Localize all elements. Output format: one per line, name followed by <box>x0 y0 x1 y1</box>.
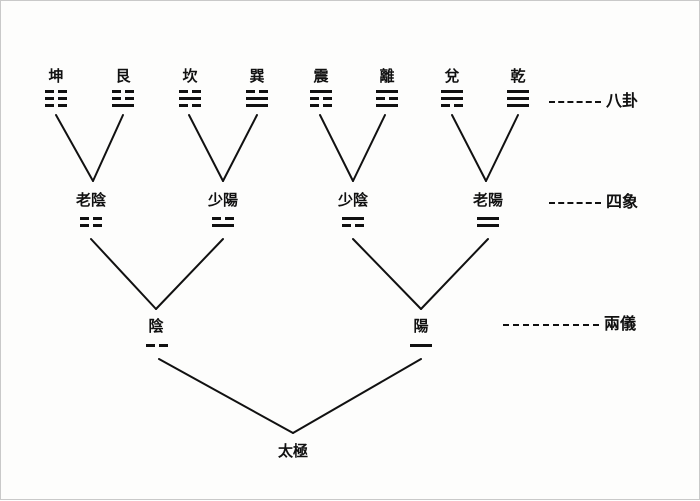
trigram-symbol <box>441 90 463 107</box>
tier-trigrams-label: 八卦 <box>606 91 639 110</box>
yang-line <box>477 224 499 227</box>
trigram-symbol <box>246 90 268 107</box>
trigram-label-xun: 巽 <box>249 67 265 85</box>
yang-line <box>441 97 463 100</box>
link-old-yang-yang <box>420 238 489 310</box>
four-image-symbol <box>80 217 102 227</box>
yin-line <box>441 104 463 107</box>
tier-four-images-label: 四象 <box>606 192 639 211</box>
yin-line <box>179 90 201 93</box>
yang-line <box>507 90 529 93</box>
yang-line <box>246 97 268 100</box>
yin-line <box>212 217 234 220</box>
tier-two-modes-label: 兩儀 <box>604 314 637 333</box>
four-image-label-old-yin: 老陰 <box>75 191 107 209</box>
trigram-label-gen: 艮 <box>115 67 131 85</box>
dash-leader <box>549 100 601 103</box>
yang-line <box>441 90 463 93</box>
yang-line <box>342 217 364 220</box>
yin-line <box>246 90 268 93</box>
link-gen-old-yin <box>92 114 124 182</box>
trigram-label-qian: 乾 <box>510 67 526 85</box>
yin-line <box>310 97 332 100</box>
yang-line <box>410 344 432 347</box>
two-mode-label-yin: 陰 <box>148 317 164 335</box>
yin-line <box>310 104 332 107</box>
link-kun-old-yin <box>55 114 94 182</box>
trigram-label-kun: 坤 <box>48 67 64 85</box>
trigram-symbol <box>507 90 529 107</box>
four-image-label-old-yang: 老陽 <box>472 191 504 209</box>
link-young-yin-yang <box>352 238 422 310</box>
tier-caption-two-modes: 兩儀 <box>503 315 636 333</box>
yin-line <box>342 224 364 227</box>
link-xun-young-yang <box>222 114 258 182</box>
trigram-label-dui: 兌 <box>444 67 460 85</box>
link-li-young-yin <box>352 114 386 182</box>
trigram-label-li: 離 <box>379 67 395 85</box>
yin-line <box>112 97 134 100</box>
four-image-label-young-yin: 少陰 <box>337 191 369 209</box>
trigram-label-kan: 坎 <box>182 67 198 85</box>
yang-line <box>310 90 332 93</box>
yin-line <box>80 217 102 220</box>
yang-line <box>507 97 529 100</box>
yin-line <box>45 97 67 100</box>
yin-line <box>146 344 168 347</box>
yang-line <box>179 97 201 100</box>
tier-caption-four-images: 四象 <box>549 193 638 211</box>
yin-line <box>112 90 134 93</box>
yang-line <box>477 217 499 220</box>
dash-leader <box>549 201 601 204</box>
yang-line <box>112 104 134 107</box>
four-image-symbol <box>342 217 364 227</box>
link-dui-old-yang <box>451 114 487 182</box>
four-image-symbol <box>477 217 499 227</box>
yin-line <box>376 97 398 100</box>
yang-line <box>507 104 529 107</box>
trigram-label-zhen: 震 <box>313 67 329 85</box>
yang-line <box>376 104 398 107</box>
link-yin-supreme <box>158 358 294 434</box>
tier-caption-trigrams: 八卦 <box>549 92 638 110</box>
link-qian-old-yang <box>485 114 519 182</box>
yin-line <box>45 104 67 107</box>
two-mode-symbol <box>410 344 432 347</box>
link-yang-supreme <box>292 358 422 434</box>
four-image-label-young-yang: 少陽 <box>207 191 239 209</box>
trigram-symbol <box>179 90 201 107</box>
trigram-symbol <box>112 90 134 107</box>
yang-line <box>246 104 268 107</box>
yang-line <box>212 224 234 227</box>
supreme-label: 太極 <box>277 442 309 460</box>
link-old-yin-yin <box>90 238 157 310</box>
yin-line <box>179 104 201 107</box>
two-mode-label-yang: 陽 <box>413 317 429 335</box>
trigram-symbol <box>45 90 67 107</box>
four-image-symbol <box>212 217 234 227</box>
link-kan-young-yang <box>188 114 224 182</box>
trigram-symbol <box>376 90 398 107</box>
dash-leader <box>503 323 599 326</box>
yin-line <box>80 224 102 227</box>
two-mode-symbol <box>146 344 168 347</box>
link-zhen-young-yin <box>319 114 354 182</box>
yin-line <box>45 90 67 93</box>
yang-line <box>376 90 398 93</box>
link-young-yang-yin <box>155 238 224 310</box>
trigram-symbol <box>310 90 332 107</box>
